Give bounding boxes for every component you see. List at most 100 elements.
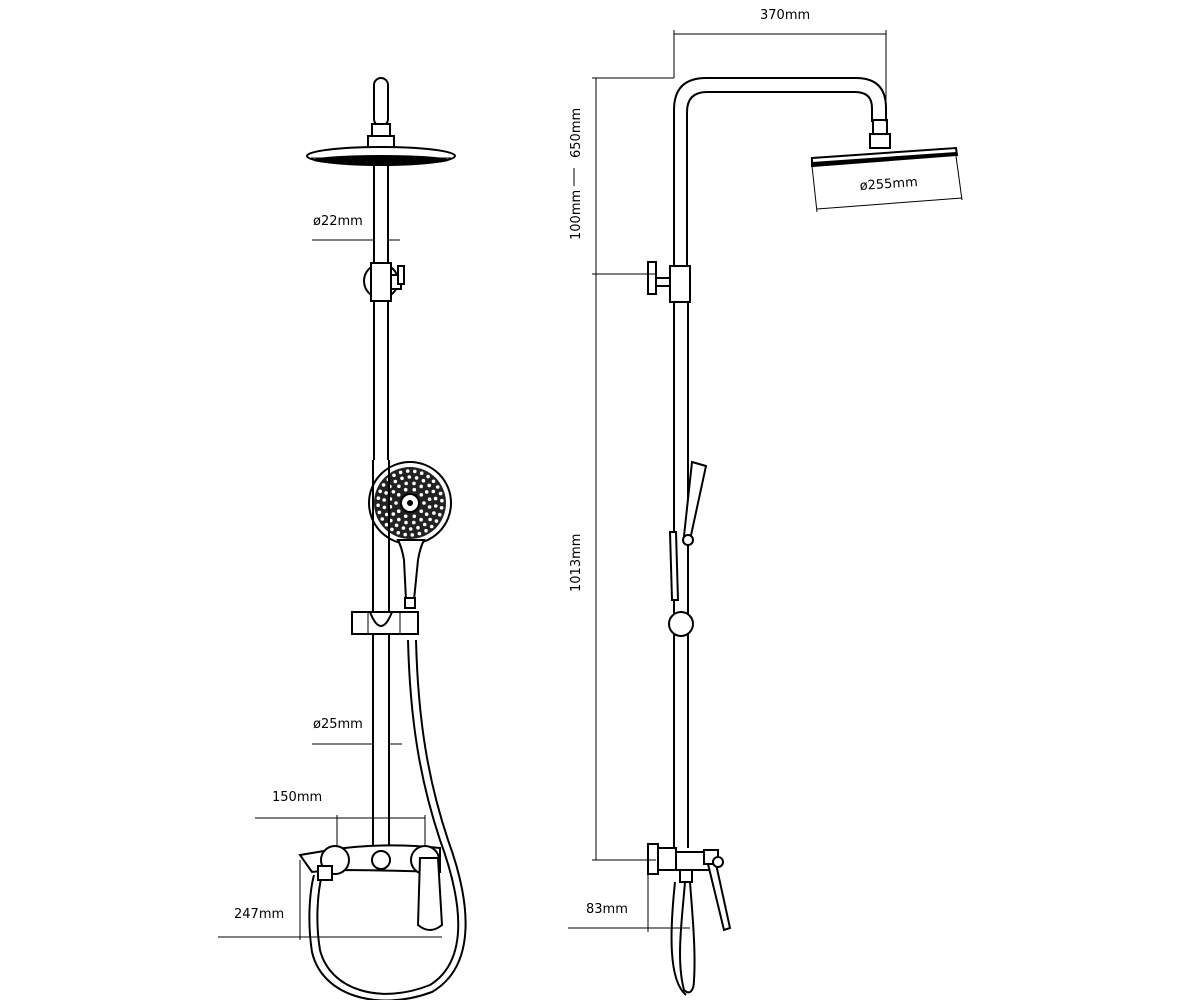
nozzle bbox=[440, 498, 444, 503]
side-head-connector bbox=[869, 133, 891, 149]
nozzle bbox=[407, 475, 412, 479]
nozzle bbox=[397, 484, 401, 489]
mixer-body-front bbox=[298, 844, 444, 931]
side-hose bbox=[670, 881, 696, 996]
upper-riser-pipe bbox=[373, 165, 389, 460]
nozzle bbox=[427, 483, 432, 488]
nozzle bbox=[394, 523, 399, 528]
front-dimensions: ø22mm ø25mm 150mm 247mm bbox=[218, 214, 442, 940]
nozzle bbox=[438, 512, 442, 517]
nozzle bbox=[419, 517, 423, 522]
nozzle bbox=[405, 469, 410, 473]
nozzle bbox=[396, 509, 401, 513]
nozzle bbox=[377, 510, 382, 515]
rain-shower-head-front bbox=[306, 146, 456, 166]
nozzle bbox=[431, 479, 436, 484]
nozzle bbox=[422, 501, 426, 505]
nozzle bbox=[412, 520, 416, 525]
nozzle bbox=[427, 505, 432, 509]
nozzle bbox=[413, 469, 417, 474]
nozzle bbox=[419, 509, 424, 513]
nozzle bbox=[376, 503, 380, 508]
nozzle bbox=[380, 517, 385, 521]
side-view: ø255mm bbox=[568, 8, 963, 996]
nozzle bbox=[424, 528, 428, 533]
mixer-body-side bbox=[647, 843, 732, 932]
side-holder-knob bbox=[668, 611, 694, 637]
nozzle bbox=[381, 483, 386, 487]
nozzle bbox=[424, 512, 429, 516]
nozzle bbox=[434, 519, 439, 523]
nozzle bbox=[408, 527, 413, 531]
nozzle bbox=[412, 514, 417, 519]
nozzle bbox=[391, 490, 396, 494]
nozzle bbox=[376, 496, 381, 501]
spout-projection-label: 247mm bbox=[234, 907, 284, 922]
mixer-offset-label: 83mm bbox=[586, 902, 628, 917]
lower-pipe-diameter-label: ø25mm bbox=[313, 717, 363, 732]
nozzle bbox=[382, 505, 387, 510]
nozzle bbox=[434, 504, 438, 508]
nozzle bbox=[391, 512, 396, 516]
nozzle bbox=[432, 511, 436, 515]
nozzle bbox=[421, 478, 426, 483]
nozzle bbox=[403, 487, 408, 492]
side-dimensions: 370mm 650mm 100mm 1013mm 83mm bbox=[568, 8, 887, 932]
nozzle bbox=[419, 484, 424, 489]
upper-height-max-label: 650mm bbox=[569, 108, 584, 158]
riser-top-cap bbox=[373, 77, 389, 127]
nozzle bbox=[400, 476, 404, 481]
nozzle bbox=[378, 489, 383, 494]
nozzle bbox=[428, 517, 432, 522]
height-adjust-clamp bbox=[363, 262, 405, 302]
lower-height-label: 1013mm bbox=[569, 534, 584, 592]
head-diameter-label: ø255mm bbox=[859, 175, 918, 194]
nozzle bbox=[414, 476, 419, 480]
head-connector-nut bbox=[371, 123, 391, 137]
nozzle bbox=[433, 496, 438, 501]
nozzle bbox=[403, 532, 408, 537]
nozzle bbox=[393, 479, 398, 484]
upper-height-min-label: 100mm bbox=[569, 190, 584, 240]
upper-pipe-diameter-label: ø22mm bbox=[313, 214, 363, 229]
nozzle bbox=[431, 489, 436, 494]
nozzle bbox=[396, 531, 401, 535]
nozzle bbox=[429, 524, 434, 529]
rain-shower-head-side: ø255mm bbox=[811, 146, 963, 213]
nozzle bbox=[412, 481, 416, 486]
nozzle bbox=[410, 533, 415, 537]
nozzle bbox=[404, 520, 408, 525]
lower-riser-pipe bbox=[372, 460, 390, 850]
shower-arm bbox=[673, 77, 887, 268]
nozzle bbox=[401, 526, 406, 530]
nozzle bbox=[390, 527, 394, 532]
mixer-centers-label: 150mm bbox=[272, 790, 322, 805]
nozzle bbox=[396, 493, 401, 497]
nozzle bbox=[394, 501, 398, 505]
nozzle bbox=[416, 525, 420, 530]
arm-width-label: 370mm bbox=[760, 8, 810, 23]
front-view: ø22mm ø25mm 150mm 247mm bbox=[218, 77, 467, 1002]
nozzle bbox=[384, 512, 389, 517]
nozzle bbox=[403, 514, 408, 519]
nozzle bbox=[382, 498, 387, 502]
nozzle bbox=[392, 473, 396, 478]
hand-shower-holder bbox=[351, 611, 419, 635]
nozzle bbox=[404, 481, 409, 486]
hand-shower-front bbox=[368, 461, 452, 609]
nozzle bbox=[384, 522, 389, 527]
side-head-nut bbox=[872, 119, 888, 135]
nozzle bbox=[412, 487, 417, 492]
nozzle bbox=[398, 470, 403, 475]
side-height-clamp bbox=[647, 261, 691, 303]
nozzle bbox=[427, 497, 432, 502]
nozzle bbox=[417, 531, 422, 536]
shower-hose bbox=[308, 639, 467, 1002]
nozzle bbox=[424, 490, 429, 494]
nozzle bbox=[419, 471, 424, 476]
nozzle bbox=[426, 474, 430, 479]
nozzle bbox=[397, 517, 401, 522]
nozzle bbox=[438, 491, 443, 496]
hand-shower-side bbox=[668, 460, 708, 601]
